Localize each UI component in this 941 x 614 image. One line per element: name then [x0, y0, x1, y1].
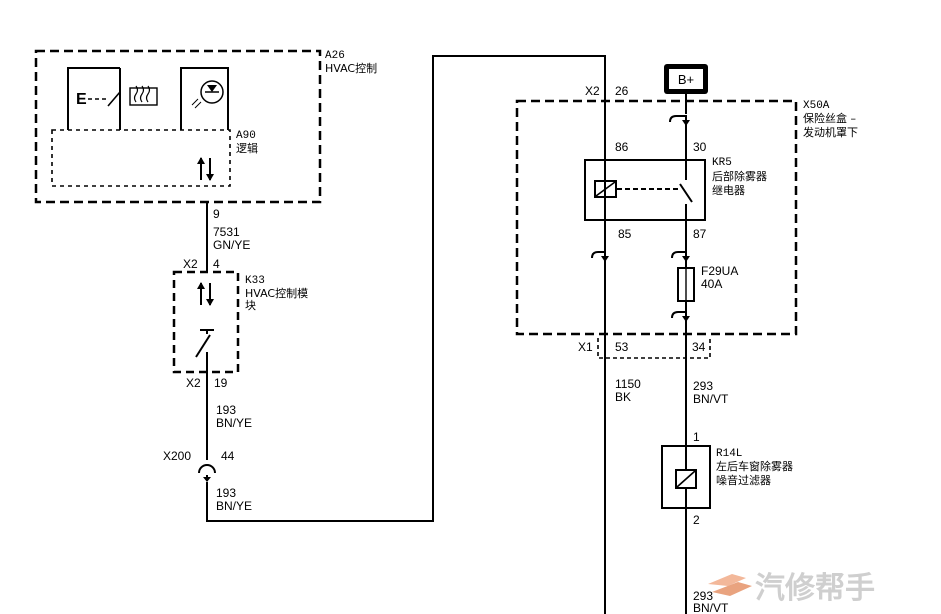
switch-e-symbol: E: [76, 91, 87, 108]
kr5-id: KR5: [712, 157, 732, 169]
r14l-name-line1: 左后车窗除雾器: [716, 459, 793, 473]
wire-193-upper-circuit: 193: [216, 403, 236, 417]
r14l-id: R14L: [716, 448, 742, 460]
k33-bottom-pin: 19: [214, 376, 228, 390]
terminal-connector-fuse-out: [671, 311, 690, 322]
terminal-connector-30-top: [669, 115, 690, 126]
relay-pin-86: 86: [615, 140, 629, 154]
x200-inline-connector: X200 44: [163, 449, 235, 482]
k33-id: K33: [245, 275, 265, 287]
relay-pin-85: 85: [618, 227, 632, 241]
led-icon: [191, 80, 224, 109]
kr5-name-line1: 后部除雾器: [712, 169, 767, 183]
x50a-id: X50A: [803, 100, 830, 112]
x1-connector-label: X1: [578, 340, 593, 354]
r14l-name-line2: 噪音过滤器: [716, 473, 771, 487]
r14l-pin-2: 2: [693, 513, 700, 527]
wire-293-lower-color: BN/VT: [693, 601, 729, 614]
kr5-rear-defog-relay: KR5 后部除雾器 继电器: [584, 157, 767, 221]
wire-1150-color: BK: [615, 390, 631, 404]
x1-pin-53: 53: [615, 340, 629, 354]
k33-output-switch: [195, 329, 214, 372]
wire-193-lower: [206, 55, 606, 614]
rear-defrost-icon: [129, 85, 158, 106]
wire-193-lower-circuit: 193: [216, 486, 236, 500]
wire-1150-circuit: 1150: [615, 377, 641, 391]
a26-id: A26: [325, 50, 345, 62]
wire-293-lower-circuit: 293: [693, 589, 713, 603]
x50a-top-connector: X2: [585, 84, 600, 98]
k33-name-line1: HVAC控制模: [245, 286, 308, 300]
x200-connector-label: X200: [163, 449, 191, 463]
bidirectional-arrow-icon: [197, 282, 214, 306]
k33-top-connector: X2: [183, 257, 198, 271]
wire-293-circuit: 293: [693, 379, 713, 393]
x200-pin: 44: [221, 449, 235, 463]
wire-193-lower-color: BN/YE: [216, 499, 252, 513]
watermark-logo-icon: [708, 574, 752, 596]
terminal-connector-87: [671, 251, 690, 262]
wire-193-upper-color: BN/YE: [216, 416, 252, 430]
wire-293-color: BN/VT: [693, 392, 729, 406]
x1-pin-34: 34: [692, 340, 706, 354]
k33-hvac-control-module: X2 4 K33 HVAC控制模 块 X2 19: [172, 257, 308, 390]
a26-pin-9: 9: [213, 207, 220, 221]
a90-name: 逻辑: [236, 141, 258, 155]
r14l-pin-1: 1: [693, 430, 700, 444]
bidirectional-arrow-icon: [197, 157, 214, 181]
x50a-name-line2: 发动机罩下: [803, 125, 858, 139]
relay-contact: [679, 183, 693, 203]
relay-pin-30: 30: [693, 140, 707, 154]
terminal-connector-85: [591, 251, 609, 262]
f29ua-id: F29UA: [701, 264, 738, 278]
wire-7531-circuit: 7531: [213, 225, 240, 239]
rear-defrost-switch: E: [67, 67, 158, 130]
x1-connector: X1 53 34: [578, 338, 711, 359]
watermark: 汽修帮手: [708, 571, 875, 606]
x50a-fuse-box: X50A 保险丝盒 – 发动机罩下 X2 26 86 30 KR5 后部除雾器 …: [515, 84, 858, 336]
a26-name: HVAC控制: [325, 61, 377, 75]
k33-top-pin: 4: [213, 257, 220, 271]
kr5-name-line2: 继电器: [712, 184, 745, 197]
b-plus-label: B+: [678, 72, 694, 87]
relay-pin-87: 87: [693, 227, 707, 241]
f29ua-fuse: F29UA 40A: [677, 264, 738, 302]
a26-hvac-control: A26 HVAC控制 E: [34, 49, 377, 204]
indicator-led: [180, 67, 229, 130]
watermark-text: 汽修帮手: [755, 571, 875, 606]
battery-positive: B+: [664, 64, 708, 94]
a90-id: A90: [236, 130, 256, 142]
x50a-name-line1: 保险丝盒 –: [803, 111, 856, 125]
a90-logic: A90 逻辑: [51, 129, 258, 187]
x50a-top-pin: 26: [615, 84, 629, 98]
k33-name-line2: 块: [245, 299, 256, 312]
r14l-noise-filter: 1 R14L 左后车窗除雾器 噪音过滤器 2: [661, 430, 793, 527]
wire-7531-color: GN/YE: [213, 238, 250, 252]
k33-bottom-connector: X2: [186, 376, 201, 390]
f29ua-rating: 40A: [701, 277, 722, 291]
